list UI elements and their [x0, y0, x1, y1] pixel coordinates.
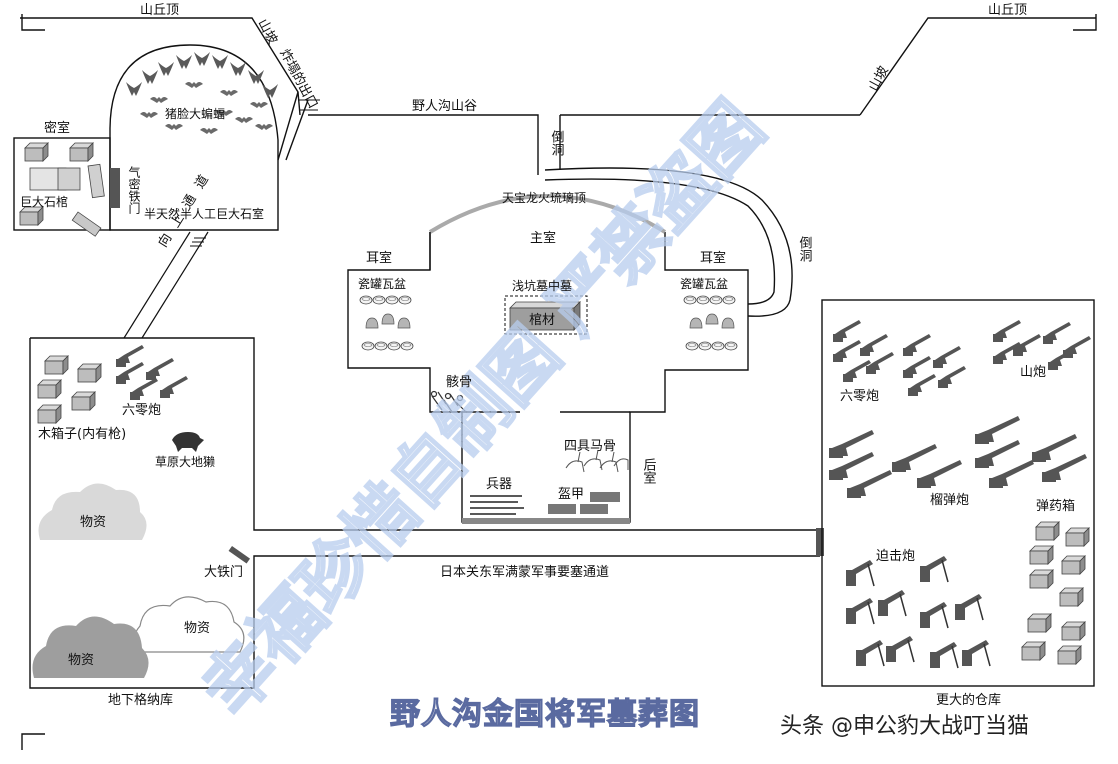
weapons-icon [470, 495, 524, 515]
label-jars-left: 瓷罐瓦盆 [358, 277, 406, 291]
armor-icon [548, 492, 620, 514]
label-supplies-3: 物资 [68, 653, 94, 668]
big-iron-door[interactable] [228, 546, 251, 564]
crate-stack [37, 355, 102, 424]
label-supplies-2: 物资 [184, 621, 210, 636]
label-giant-coffin: 巨大石棺 [20, 194, 68, 209]
supplies-cloud-1 [38, 483, 147, 540]
label-hilltop-right: 山丘顶 [988, 3, 1027, 18]
stone-chamber [109, 44, 279, 231]
label-glazed-dome: 天宝龙火琉璃顶 [502, 191, 586, 205]
label-bat-cave: 猪脸大蝙蝠 [165, 106, 225, 121]
label-slope-right: 山坡 [866, 64, 891, 94]
label-mountain-gun: 山炮 [1020, 365, 1046, 380]
label-ear-room-right: 耳室 [700, 250, 726, 266]
label-ear-room-left: 耳室 [366, 250, 392, 266]
label-four-horses: 四具马骨 [564, 439, 616, 454]
shallow-pit [504, 295, 588, 335]
jars-left [359, 295, 414, 351]
label-main-chamber: 主室 [530, 230, 556, 246]
inverted-cave [544, 167, 793, 317]
horse-skeletons [565, 449, 629, 473]
label-valley: 野人沟山谷 [412, 99, 477, 114]
label-shallow-pit: 浅坑墓中墓 [512, 278, 572, 293]
mountain-guns [993, 320, 1091, 370]
label-inverted-cave-2: 倒洞 [797, 236, 813, 262]
depot-left [30, 337, 820, 531]
label-depot-right: 更大的仓库 [936, 692, 1001, 708]
label-mortar: 迫击炮 [876, 549, 915, 564]
right-hill-slope [859, 17, 1096, 116]
label-hilltop-left: 山丘顶 [140, 3, 179, 18]
watermark: 幸福珍惜自制图 严禁盗图 [187, 86, 779, 731]
label-skeletons: 骸骨 [446, 375, 472, 390]
badger-icon [172, 432, 204, 452]
label-wooden-crates: 木箱子(内有枪) [38, 426, 126, 442]
label-type60-right: 六零炮 [840, 389, 879, 404]
bat-colony [126, 52, 278, 134]
label-slope-left: 山坡 [254, 17, 279, 47]
label-coffin: 棺材 [529, 313, 555, 328]
passage-grate [190, 237, 206, 247]
label-type60-left: 六零炮 [122, 403, 161, 418]
depot-right [821, 299, 1095, 687]
label-badger: 草原大地獭 [155, 455, 215, 469]
valley-floor [308, 114, 539, 175]
supplies-cloud-2 [133, 596, 245, 653]
supplies-cloud-3 [32, 616, 149, 678]
map-title: 野人沟金国将军墓葬图 [390, 697, 700, 732]
label-inverted-cave-1: 倒洞 [549, 130, 565, 156]
label-jars-right: 瓷罐瓦盆 [680, 277, 728, 291]
grenade-launchers [829, 416, 1087, 498]
type60-guns-right [833, 320, 966, 396]
label-ammo-box: 弹药箱 [1036, 498, 1075, 514]
credit-line: 头条 @申公豹大战叮当猫 [780, 714, 1029, 739]
label-big-iron-door: 大铁门 [204, 565, 243, 580]
type60-guns-left [116, 345, 188, 400]
label-armor: 盔甲 [558, 486, 584, 502]
label-rear-room: 后室 [641, 458, 657, 484]
airlock-door[interactable] [110, 168, 120, 208]
label-stone-chamber: 半天然半人工巨大石室 [144, 206, 264, 221]
label-depot-left: 地下格纳库 [108, 692, 173, 708]
skeleton-pile [430, 390, 467, 413]
label-supplies-1: 物资 [80, 515, 106, 530]
label-weapons: 兵器 [486, 477, 512, 492]
label-secret-room: 密室 [44, 120, 70, 136]
label-tunnel: 日本关东军满蒙军事要塞通道 [440, 564, 609, 580]
jars-right [683, 295, 738, 351]
ammo-boxes [1021, 521, 1090, 665]
label-grenade-launcher: 榴弹炮 [930, 493, 969, 508]
left-hill-slope [20, 17, 301, 116]
mortars [845, 555, 991, 669]
glazed-dome [428, 194, 667, 234]
label-airlock-door: 气密铁门 [127, 165, 141, 214]
